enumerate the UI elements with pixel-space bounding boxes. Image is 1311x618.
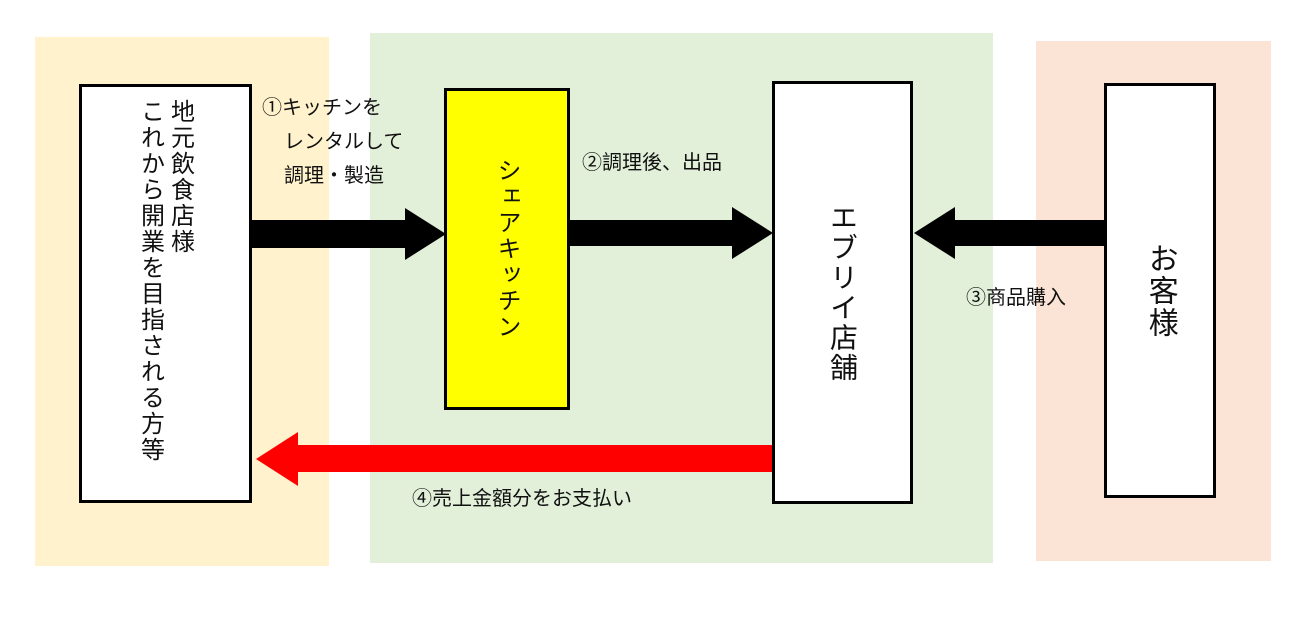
edge-label-payment: ④売上金額分をお支払い [412,486,632,510]
node-share-kitchen: シェアキッチン [444,88,570,410]
node-restaurant: 地元飲食店様 これから開業を目指される方等 [79,84,252,503]
node-customer: お客様 [1104,83,1216,498]
node-restaurant-line2: これから開業を目指される方等 [136,99,165,463]
arrow-store-to-restaurant-payment [256,432,773,486]
arrow-restaurant-to-kitchen [251,208,446,260]
edge-label-rental-line1: ①キッチンを [262,95,382,119]
node-store: エブリイ店舗 [772,81,913,504]
edge-label-rental-line3: 調理・製造 [284,163,384,187]
edge-label-cook-list: ②調理後、出品 [582,150,722,174]
arrow-customer-to-store [914,207,1106,259]
node-customer-label: お客様 [1142,242,1178,339]
node-share-kitchen-label: シェアキッチン [493,158,521,340]
node-restaurant-line1: 地元飲食店様 [166,99,195,255]
arrow-kitchen-to-store [569,207,773,259]
node-restaurant-text: 地元飲食店様 これから開業を目指される方等 [136,99,196,463]
edge-label-rental-line2: レンタルして [284,129,404,153]
node-store-label: エブリイ店舗 [826,202,859,383]
edge-label-purchase: ③商品購入 [966,285,1066,309]
edge-label-rental: ①キッチンを レンタルして 調理・製造 [262,92,403,190]
